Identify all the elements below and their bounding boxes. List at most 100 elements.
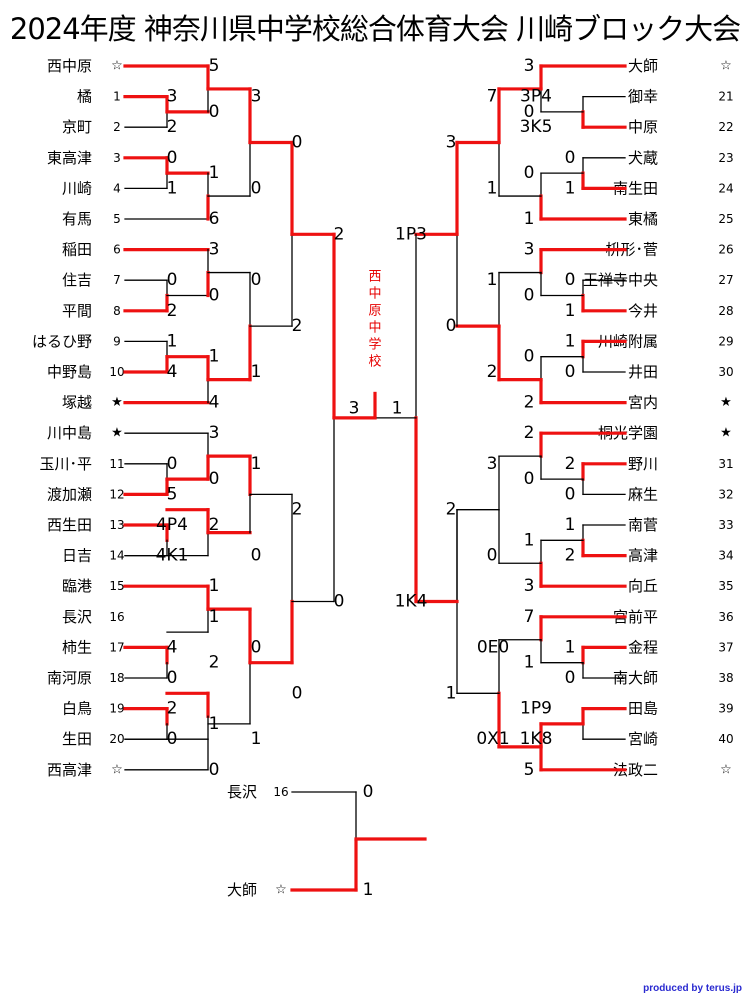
team-name: 生田 (62, 730, 92, 748)
match-score: 1 (251, 729, 262, 749)
match-score: 2 (524, 393, 535, 413)
winner-label-char: 学 (368, 337, 381, 353)
match-score: 1 (524, 209, 535, 229)
match-score: 0 (209, 286, 220, 306)
match-score: 0 (524, 469, 535, 489)
team-seed: 3 (113, 151, 121, 165)
team-seed: 15 (109, 579, 124, 593)
match-score: 4 (167, 637, 178, 657)
winner-label-char: 中 (368, 287, 381, 302)
team-name: 枡形･菅 (605, 241, 658, 259)
team-name: 長沢 (227, 783, 257, 801)
team-name: 高津 (628, 547, 658, 565)
match-score: 3P4 (520, 87, 552, 107)
match-score: 1P3 (395, 224, 427, 244)
match-score: 4 (209, 393, 220, 413)
team-name: 南菅 (628, 516, 658, 534)
team-name: 有馬 (62, 210, 92, 228)
team-seed: ☆ (720, 59, 732, 74)
team-seed: ★ (720, 395, 732, 410)
team-name: 川崎 (62, 179, 92, 197)
match-score: 2 (334, 224, 345, 244)
team-seed: 7 (113, 273, 121, 287)
match-score: 1 (565, 178, 576, 198)
team-name: 宮崎 (628, 730, 658, 748)
team-name: 東高津 (47, 149, 92, 167)
match-score: 0 (446, 316, 457, 336)
match-score: 1 (167, 331, 178, 351)
match-score: 3 (524, 576, 535, 596)
match-score: 1 (524, 653, 535, 673)
match-score: 4 (167, 362, 178, 382)
team-name: 犬蔵 (628, 149, 658, 167)
team-seed: 9 (113, 334, 121, 348)
team-name: 南大師 (613, 669, 658, 687)
team-seed: 5 (113, 212, 121, 226)
match-score: 0 (167, 729, 178, 749)
match-score: 1 (565, 637, 576, 657)
team-name: 東橘 (628, 210, 658, 228)
team-seed: 32 (718, 487, 733, 501)
match-score: 1 (565, 515, 576, 535)
match-score: 0 (292, 683, 303, 703)
team-seed: 14 (109, 549, 124, 563)
team-name: 京町 (62, 118, 92, 136)
match-score: 3 (446, 133, 457, 153)
match-score: 0 (167, 668, 178, 688)
match-score: 1 (209, 607, 220, 627)
match-score: 0 (251, 178, 262, 198)
team-name: 中野島 (47, 363, 92, 381)
team-seed: 4 (113, 181, 121, 195)
team-name: 住吉 (62, 271, 92, 289)
team-seed: 11 (109, 457, 124, 471)
match-score: 0 (209, 102, 220, 122)
team-name: 田島 (628, 700, 658, 718)
team-name: はるひ野 (32, 332, 92, 350)
team-name: 稲田 (62, 241, 92, 259)
match-score: 3 (209, 423, 220, 443)
team-name: 玉川･平 (39, 455, 92, 473)
team-seed: 10 (109, 365, 124, 379)
match-score: 2 (209, 653, 220, 673)
match-score: 0 (565, 484, 576, 504)
match-score: 2 (167, 301, 178, 321)
team-name: 中原 (628, 118, 658, 136)
team-name: 白鳥 (62, 700, 92, 718)
team-name: 川崎附属 (598, 332, 658, 350)
match-score: 1 (209, 163, 220, 183)
match-score: 2 (209, 515, 220, 535)
match-score: 0 (524, 163, 535, 183)
team-name: 西生田 (47, 516, 92, 534)
match-score: 0 (565, 668, 576, 688)
match-score: 2 (524, 423, 535, 443)
team-name: 桐光学園 (598, 424, 658, 442)
match-score: 0 (209, 469, 220, 489)
team-seed: ☆ (720, 762, 732, 777)
team-name: 宮前平 (613, 608, 658, 626)
team-name: 宮内 (628, 394, 658, 412)
match-score: 0 (167, 454, 178, 474)
winner-label-char: 西 (368, 270, 381, 285)
match-score: 0 (251, 637, 262, 657)
team-seed: 31 (718, 457, 733, 471)
team-name: 日吉 (62, 547, 92, 565)
match-score: 1K8 (520, 729, 553, 749)
match-score: 1 (446, 683, 457, 703)
match-score: 1K4 (395, 592, 428, 612)
team-name: 橘 (77, 88, 92, 106)
team-name: 西高津 (47, 761, 92, 779)
team-seed: 16 (109, 610, 124, 624)
team-name: 西中原 (47, 57, 92, 75)
team-name: 平間 (62, 302, 92, 320)
match-score: 1 (251, 362, 262, 382)
team-name: 長沢 (62, 608, 92, 626)
team-seed: 26 (718, 243, 733, 257)
team-seed: ★ (111, 395, 123, 410)
match-score: 1 (209, 576, 220, 596)
match-score: 2 (167, 117, 178, 137)
team-seed: ☆ (111, 59, 123, 74)
match-score: 1 (565, 331, 576, 351)
team-seed: 27 (718, 273, 733, 287)
match-score: 1 (209, 347, 220, 367)
team-seed: 19 (109, 702, 124, 716)
